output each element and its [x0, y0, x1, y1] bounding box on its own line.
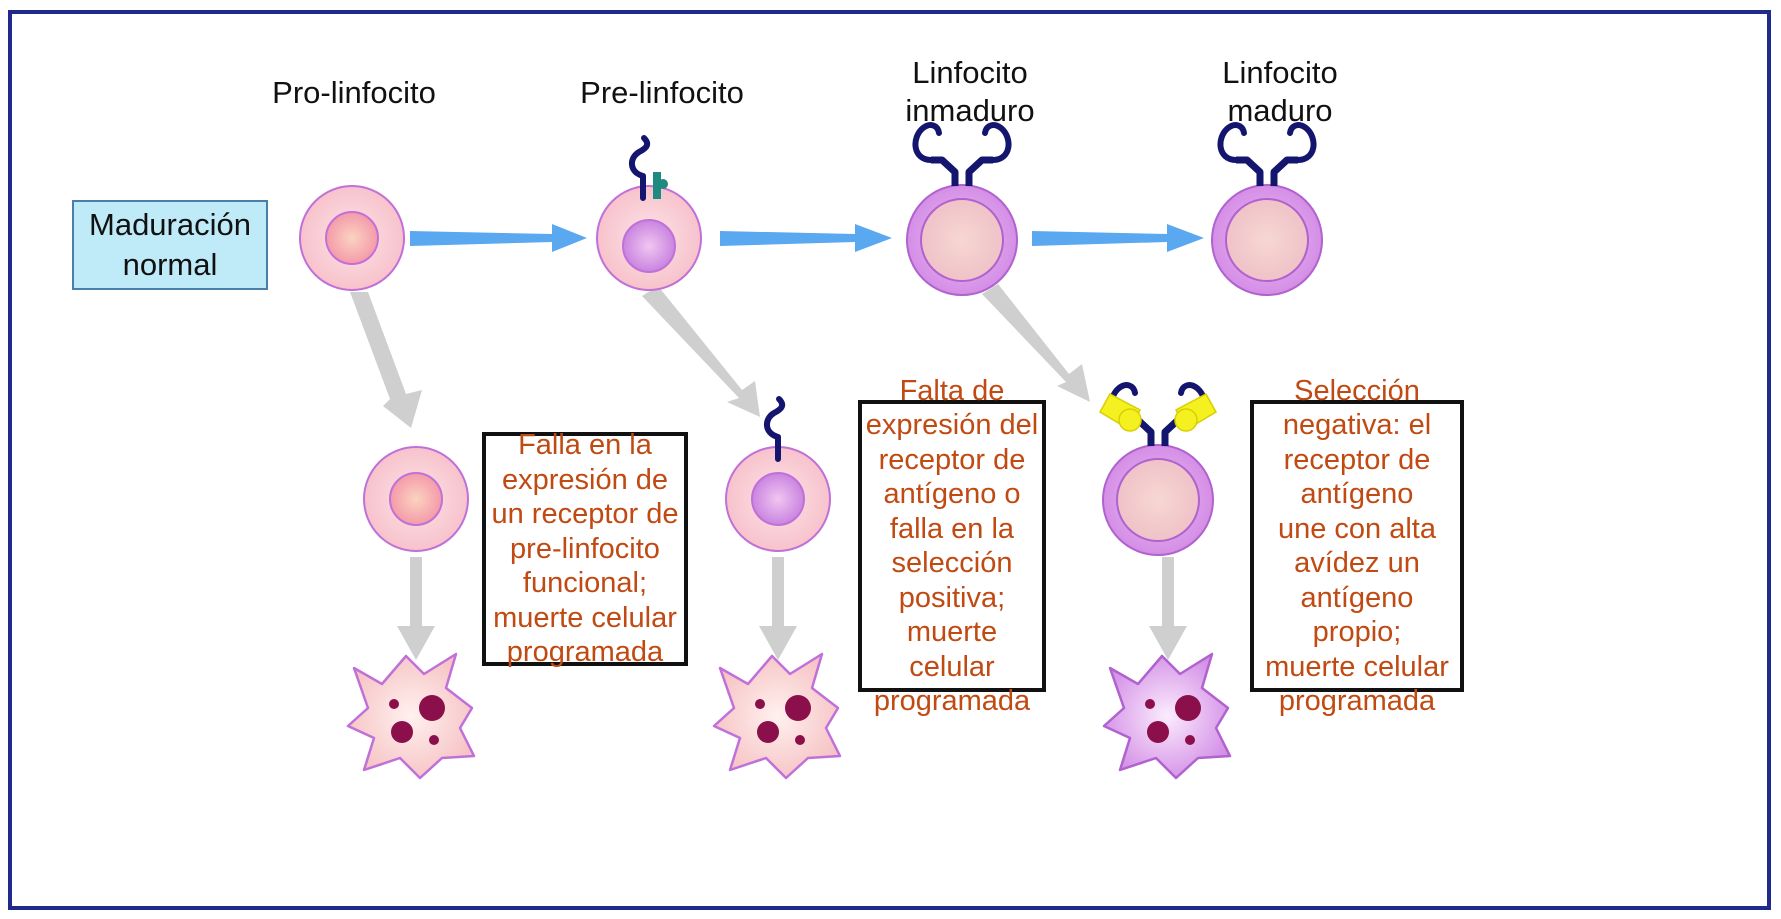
- pre-bcr-receptor: [632, 138, 668, 199]
- stage-label-immature-lymphocyte: Linfocito inmaduro: [905, 55, 1035, 128]
- apoptotic-cell-immature: [1102, 652, 1232, 780]
- surrogate-light-chain: [653, 172, 661, 199]
- failure-box-pre-lymphocyte: Falta de expresión del receptor de antíg…: [858, 375, 1046, 717]
- immature-bcr-receptor: [915, 125, 1008, 186]
- death-arrows: [350, 284, 1187, 660]
- arrow-pre-down-diagonal: [642, 286, 760, 417]
- stage-label-pre-lymphocyte: Pre-linfocito: [580, 75, 744, 110]
- stage-label-pro-lymphocyte: Pro-linfocito: [272, 75, 436, 110]
- arrow-pro-down-diagonal: [350, 292, 422, 428]
- arrow-immature-to-dead: [1149, 557, 1187, 660]
- mature-bcr-receptor: [1220, 125, 1313, 186]
- stage-label-mature-lymphocyte: Linfocito maduro: [1222, 55, 1338, 128]
- normal-maturation-label: Maduración normal: [72, 200, 268, 290]
- self-antigen-bound: [1098, 392, 1218, 432]
- mature-lymphocyte-cell: [1211, 184, 1323, 296]
- failed-pre-lymphocyte-cell: [725, 446, 831, 552]
- immature-lymphocyte-cell: [906, 184, 1018, 296]
- self-reactive-lymphocyte-cell: [1102, 444, 1214, 556]
- apoptotic-cell-pre: [712, 652, 842, 780]
- figure-frame: Pro-linfocito Pre-linfocito Linfocito in…: [8, 10, 1771, 910]
- arrow-immature-to-mature: [1032, 224, 1204, 252]
- lymphocyte-maturation-diagram: [299, 14, 1323, 780]
- failure-box-pro-lymphocyte: Falla en la expresión de un receptor de …: [482, 429, 688, 668]
- failed-pro-lymphocyte-cell: [363, 446, 469, 552]
- pro-lymphocyte-cell: [299, 185, 405, 291]
- pre-lymphocyte-cell: [596, 185, 702, 291]
- arrow-pre-to-immature: [720, 224, 892, 252]
- arrow-immature-down-diagonal: [982, 284, 1090, 402]
- arrow-pro-to-dead: [397, 557, 435, 660]
- failure-box-immature-lymphocyte: Selección negativa: el receptor de antíg…: [1250, 375, 1464, 717]
- apoptotic-cell-pro: [346, 652, 476, 780]
- arrow-pre-to-dead: [759, 557, 797, 660]
- arrow-pro-to-pre: [410, 224, 587, 252]
